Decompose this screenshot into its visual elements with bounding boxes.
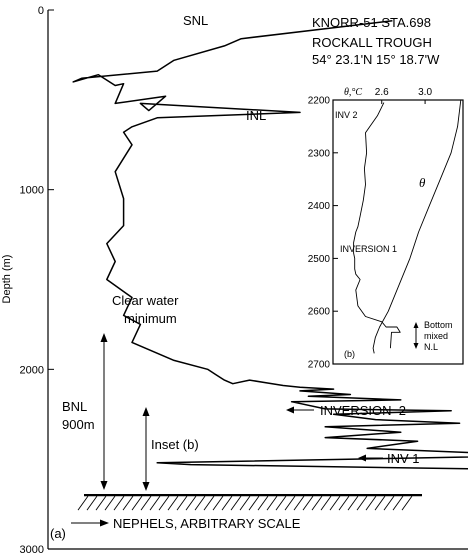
annotation-inl: INL xyxy=(246,108,266,123)
inv1-arrow xyxy=(358,454,383,462)
inset-theta-profile xyxy=(372,99,462,354)
annotation-inv-1: INV 1 xyxy=(387,451,420,466)
hatch-mark xyxy=(86,495,98,511)
hatch-mark xyxy=(356,495,368,511)
inset-bottom-arrow xyxy=(413,322,419,349)
hatch-mark xyxy=(266,495,278,511)
hatch-mark xyxy=(194,495,206,511)
station-line-2: ROCKALL TROUGH xyxy=(312,35,432,50)
annotation-clear-water-2: minimum xyxy=(124,311,177,326)
x-axis-arrow xyxy=(71,519,109,527)
inset-frame xyxy=(332,99,464,365)
annotation-inset-b: Inset (b) xyxy=(151,437,199,452)
inset-annotation-mixed: mixed xyxy=(424,331,448,341)
inset-theta-label: θ xyxy=(419,175,426,190)
annotation-bnl-2: 900m xyxy=(62,417,95,432)
hatch-mark xyxy=(401,495,413,511)
panel-label-a: (a) xyxy=(50,526,66,541)
x-axis-label: NEPHELS, ARBITRARY SCALE xyxy=(113,516,301,531)
hatch-mark xyxy=(77,495,89,511)
inset-y-tick-label: 2500 xyxy=(308,254,331,265)
hatch-mark xyxy=(338,495,350,511)
hatch-mark xyxy=(203,495,215,511)
inset-y-tick-label: 2200 xyxy=(308,96,331,107)
hatch-mark xyxy=(293,495,305,511)
hatch-mark xyxy=(383,495,395,511)
hatch-mark xyxy=(131,495,143,511)
inset-annotation-nl: N.L xyxy=(424,342,438,352)
hatch-mark xyxy=(320,495,332,511)
inversion2-arrow xyxy=(286,406,314,414)
hatch-mark xyxy=(392,495,404,511)
panel-label-b: (b) xyxy=(344,349,355,359)
inset-annotation-bottom: Bottom xyxy=(424,320,453,330)
y-axis-label: Depth (m) xyxy=(1,255,13,304)
hatch-mark xyxy=(113,495,125,511)
hatch-mark xyxy=(95,495,107,511)
y-tick-label: 1000 xyxy=(20,185,44,197)
hatch-mark xyxy=(212,495,224,511)
inset-annotation-inv-2: INV 2 xyxy=(335,110,358,120)
inset-y-tick-label: 2300 xyxy=(308,148,331,159)
annotation-snl: SNL xyxy=(183,13,208,28)
inset-nephel-profile xyxy=(353,102,401,349)
inset-y-tick-label: 2600 xyxy=(308,307,331,318)
inset-y-tick-label: 2700 xyxy=(308,360,331,371)
main-nephel-profile xyxy=(72,20,468,470)
hatch-mark xyxy=(176,495,188,511)
annotation-clear-water-1: Clear water xyxy=(112,293,179,308)
hatch-mark xyxy=(275,495,287,511)
inset-y-tick-label: 2400 xyxy=(308,201,331,212)
hatch-mark xyxy=(347,495,359,511)
hatch-mark xyxy=(149,495,161,511)
inset-x-tick-label: 2.6 xyxy=(375,87,389,98)
hatch-mark xyxy=(374,495,386,511)
y-tick-label: 0 xyxy=(38,5,44,17)
inset-title: θ,°C xyxy=(344,87,362,98)
y-tick-label: 3000 xyxy=(20,544,44,556)
hatch-mark xyxy=(140,495,152,511)
hatch-mark xyxy=(221,495,233,511)
hatch-mark xyxy=(122,495,134,511)
hatch-mark xyxy=(239,495,251,511)
bnl-double-arrow xyxy=(100,333,108,490)
hatch-mark xyxy=(185,495,197,511)
y-tick-label: 2000 xyxy=(20,364,44,376)
hatch-mark xyxy=(104,495,116,511)
hatch-mark xyxy=(158,495,170,511)
annotation-inversion-2: INVERSION 2 xyxy=(320,403,406,418)
hatch-mark xyxy=(284,495,296,511)
sea-floor-hatching xyxy=(77,494,422,511)
inset-range-arrow xyxy=(142,407,150,491)
hatch-mark xyxy=(248,495,260,511)
inset-x-tick-label: 3.0 xyxy=(418,87,432,98)
hatch-mark xyxy=(302,495,314,511)
hatch-mark xyxy=(230,495,242,511)
annotation-bnl-1: BNL xyxy=(62,399,87,414)
hatch-mark xyxy=(257,495,269,511)
hatch-mark xyxy=(311,495,323,511)
inset-annotation-inversion-1: INVERSION 1 xyxy=(340,244,397,254)
hatch-mark xyxy=(167,495,179,511)
station-line-3: 54° 23.1'N 15° 18.7'W xyxy=(312,52,440,67)
hatch-mark xyxy=(329,495,341,511)
hatch-mark xyxy=(365,495,377,511)
